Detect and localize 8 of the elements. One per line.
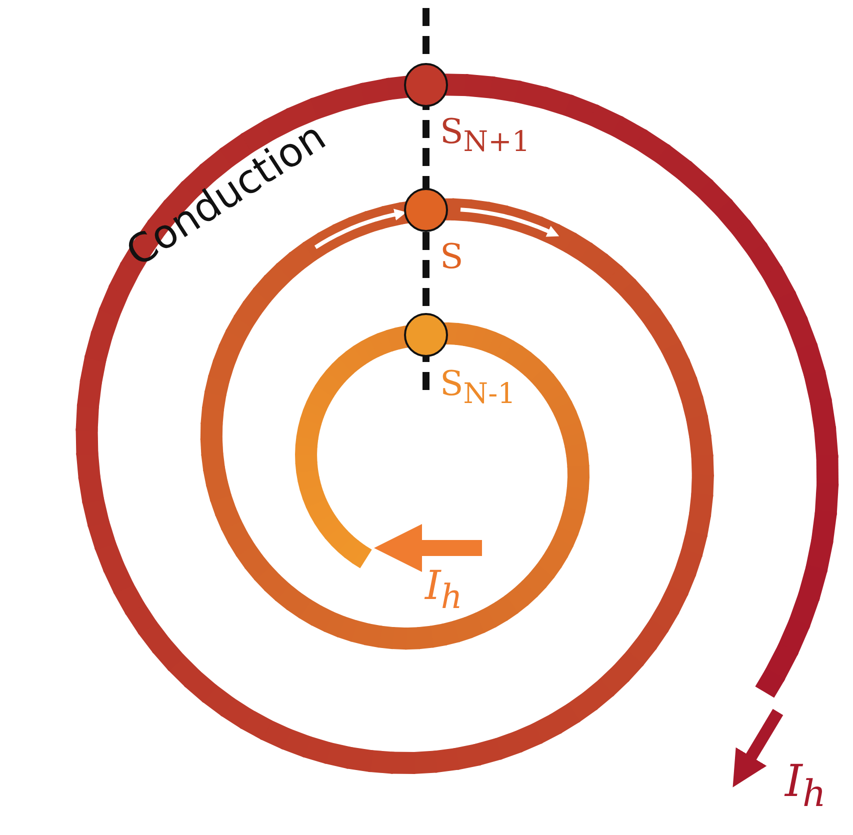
current-label: I$_{h}$ xyxy=(785,760,826,812)
node-label: S xyxy=(440,240,464,274)
turn-node-circle xyxy=(404,188,448,232)
turn-node-circle xyxy=(404,63,448,107)
node-label: S$_{N+1}$ xyxy=(440,115,530,156)
node-label: S$_{N-1}$ xyxy=(440,367,516,408)
current-label: I$_{h}$ xyxy=(425,566,462,614)
turn-node-circle xyxy=(404,313,448,357)
